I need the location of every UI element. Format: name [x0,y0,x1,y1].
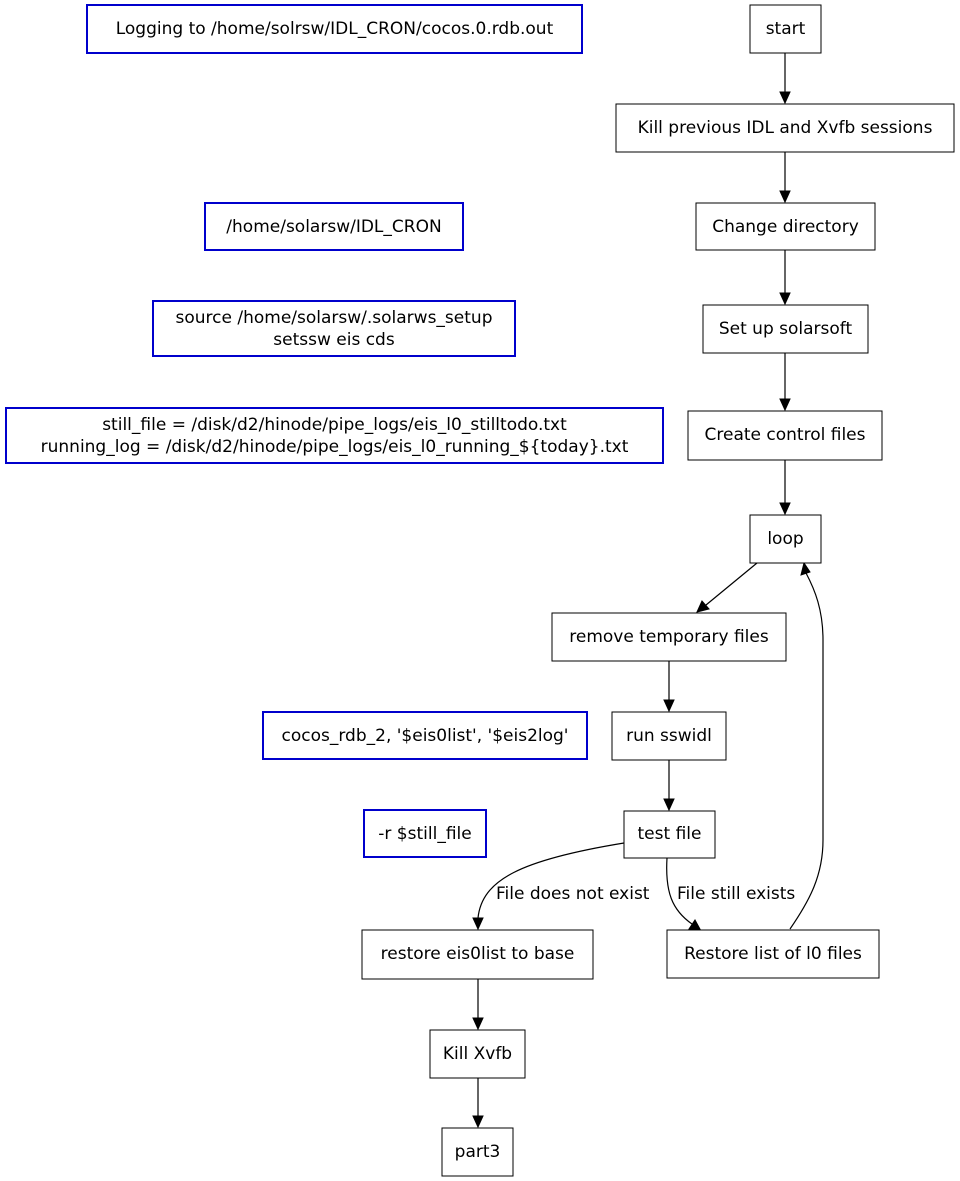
node-change-directory-label: Change directory [712,217,859,237]
note-setup-line1: source /home/solarsw/.solarws_setup [176,308,493,328]
node-create-control-label: Create control files [705,425,866,445]
node-remove-temp-files: remove temporary files [551,612,787,662]
node-setup-solarsoft: Set up solarsoft [702,304,869,354]
edge-restore-l0-to-loop [789,561,824,930]
note-logging-text: Logging to /home/solrsw/IDL_CRON/cocos.0… [116,19,554,39]
node-kill-xvfb: Kill Xvfb [429,1029,526,1079]
edge-label-file-not-exist: File does not exist [496,884,650,904]
node-test-file-label: test file [638,824,702,844]
edge-kill-xvfb-to-part3 [472,1078,484,1129]
node-change-directory: Change directory [695,202,876,251]
node-setup-solarsoft-label: Set up solarsoft [719,319,853,339]
node-loop-label: loop [767,529,803,549]
node-kill-sessions-label: Kill previous IDL and Xvfb sessions [638,118,933,138]
edge-kill-sessions-to-change-directory [779,152,791,204]
node-kill-xvfb-label: Kill Xvfb [443,1044,512,1064]
node-run-sswidl: run sswidl [611,711,727,761]
edge-setup-to-create-control [779,353,791,412]
node-restore-base-label: restore eis0list to base [381,944,575,964]
note-setup-line2: setssw eis cds [273,330,395,350]
node-restore-l0-label: Restore list of l0 files [684,944,862,964]
edge-change-directory-to-setup [779,250,791,306]
node-create-control-files: Create control files [687,410,883,461]
edge-create-control-to-loop [779,460,791,516]
edge-run-sswidl-to-test-file [663,760,675,812]
edge-remove-temp-to-run-sswidl [663,661,675,713]
node-restore-base: restore eis0list to base [361,929,594,980]
note-test-command: -r $still_file [363,809,487,858]
note-solarsoft-setup: source /home/solarsw/.solarws_setup sets… [152,300,516,357]
note-sswidl-command: cocos_rdb_2, '$eis0list', '$eis2log' [262,711,588,760]
note-directory-text: /home/solarsw/IDL_CRON [226,217,441,237]
node-test-file: test file [623,810,716,859]
node-run-sswidl-label: run sswidl [626,726,712,746]
edge-restore-base-to-kill-xvfb [472,979,484,1031]
note-logging: Logging to /home/solrsw/IDL_CRON/cocos.0… [86,4,583,54]
edge-test-file-to-restore-base [472,842,625,931]
note-control-line1: still_file = /disk/d2/hinode/pipe_logs/e… [102,415,567,435]
node-kill-sessions: Kill previous IDL and Xvfb sessions [615,103,955,153]
node-remove-temp-label: remove temporary files [569,627,769,647]
node-start: start [749,4,822,54]
edge-label-file-still-exists: File still exists [677,884,795,904]
node-restore-l0-files: Restore list of l0 files [666,929,880,979]
note-directory: /home/solarsw/IDL_CRON [204,202,464,251]
note-sswidl-text: cocos_rdb_2, '$eis0list', '$eis2log' [282,726,569,746]
node-part3: part3 [441,1127,514,1177]
node-loop: loop [749,514,822,564]
note-control-files: still_file = /disk/d2/hinode/pipe_logs/e… [5,407,664,464]
note-control-line2: running_log = /disk/d2/hinode/pipe_logs/… [41,437,629,457]
edge-loop-to-remove-temp [696,562,758,613]
node-part3-label: part3 [455,1142,501,1162]
edge-start-to-kill-sessions [779,53,791,105]
note-test-text: -r $still_file [378,824,471,844]
node-start-label: start [766,19,806,39]
